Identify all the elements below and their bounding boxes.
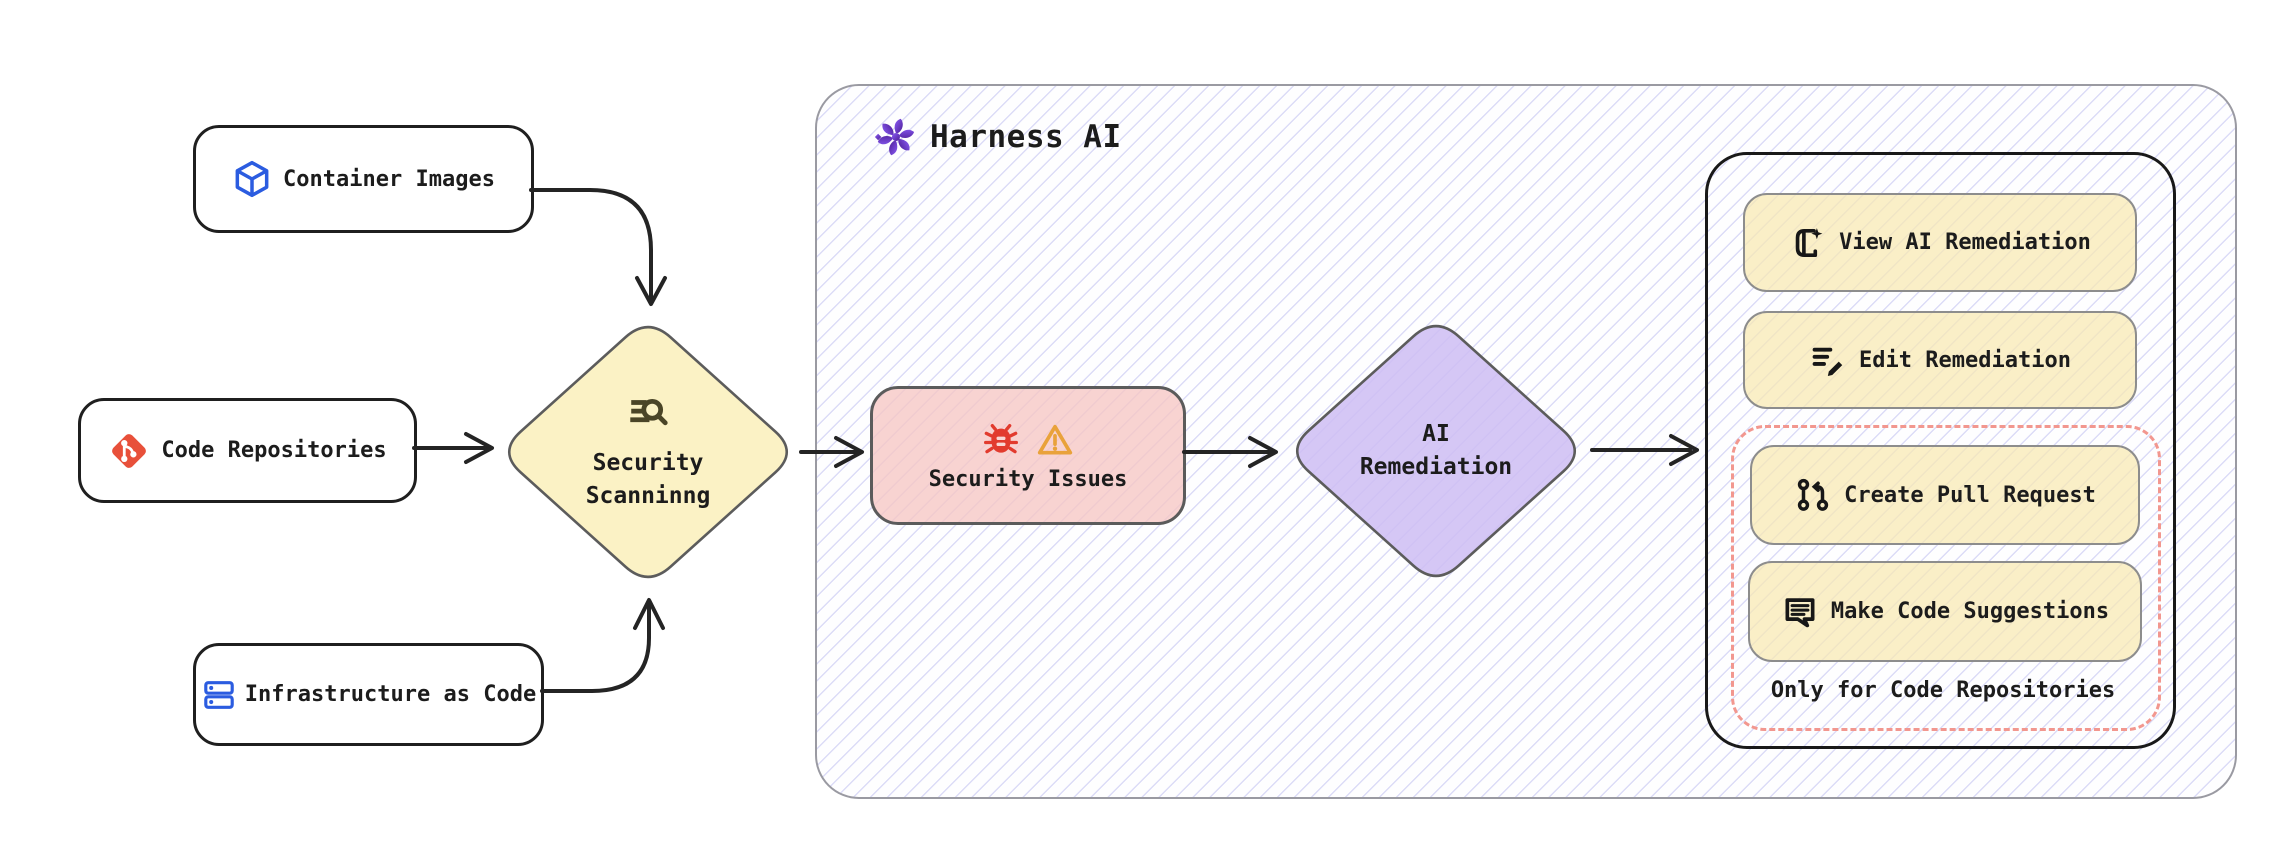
action-label: View AI Remediation bbox=[1839, 230, 2091, 255]
warning-icon bbox=[1035, 420, 1075, 460]
repo-only-note: Only for Code Repositories bbox=[1770, 678, 2116, 703]
diamond-shape bbox=[507, 325, 789, 579]
action-label: Make Code Suggestions bbox=[1830, 599, 2110, 624]
node-container-images: Container Images bbox=[193, 125, 534, 233]
cube-icon bbox=[232, 159, 272, 199]
node-label: AI Remediation bbox=[1359, 420, 1513, 480]
node-label: Infrastructure as Code bbox=[244, 682, 537, 707]
action-edit-remediation: Edit Remediation bbox=[1743, 311, 2137, 409]
action-create-pull-request: Create Pull Request bbox=[1750, 445, 2140, 545]
issue-icons bbox=[981, 420, 1075, 460]
diamond-shape bbox=[1295, 324, 1577, 578]
bug-icon bbox=[981, 420, 1021, 460]
action-make-code-suggestions: Make Code Suggestions bbox=[1748, 561, 2142, 662]
node-label: Security Scanninng bbox=[585, 449, 711, 509]
harness-ai-logo bbox=[872, 114, 918, 160]
search-list-icon bbox=[625, 391, 671, 437]
node-label: Code Repositories bbox=[161, 438, 387, 463]
action-label: Edit Remediation bbox=[1859, 347, 2071, 373]
harness-ai-title: Harness AI bbox=[930, 119, 1122, 155]
node-security-issues: Security Issues bbox=[870, 386, 1186, 525]
node-ai-remediation: AI Remediation bbox=[1286, 316, 1586, 586]
action-view-ai-remediation: View AI Remediation bbox=[1743, 193, 2137, 292]
view-ai-icon bbox=[1789, 224, 1827, 262]
node-label: Container Images bbox=[283, 166, 495, 192]
edit-icon bbox=[1809, 341, 1847, 379]
node-code-repositories: Code Repositories bbox=[78, 398, 417, 503]
node-infrastructure-as-code: Infrastructure as Code bbox=[193, 643, 544, 746]
git-icon bbox=[108, 430, 150, 472]
server-stack-icon bbox=[201, 677, 237, 713]
repo-only-group bbox=[1731, 425, 2161, 731]
pull-request-icon bbox=[1794, 476, 1832, 514]
node-label: Security Issues bbox=[928, 466, 1128, 492]
node-security-scanning: Security Scanninng bbox=[498, 317, 798, 587]
action-label: Create Pull Request bbox=[1844, 482, 2096, 508]
harness-ai-header: Harness AI bbox=[872, 114, 1122, 160]
code-suggestion-icon bbox=[1781, 593, 1819, 631]
remediation-panel: View AI Remediation Edit Remediation bbox=[1705, 152, 2176, 749]
